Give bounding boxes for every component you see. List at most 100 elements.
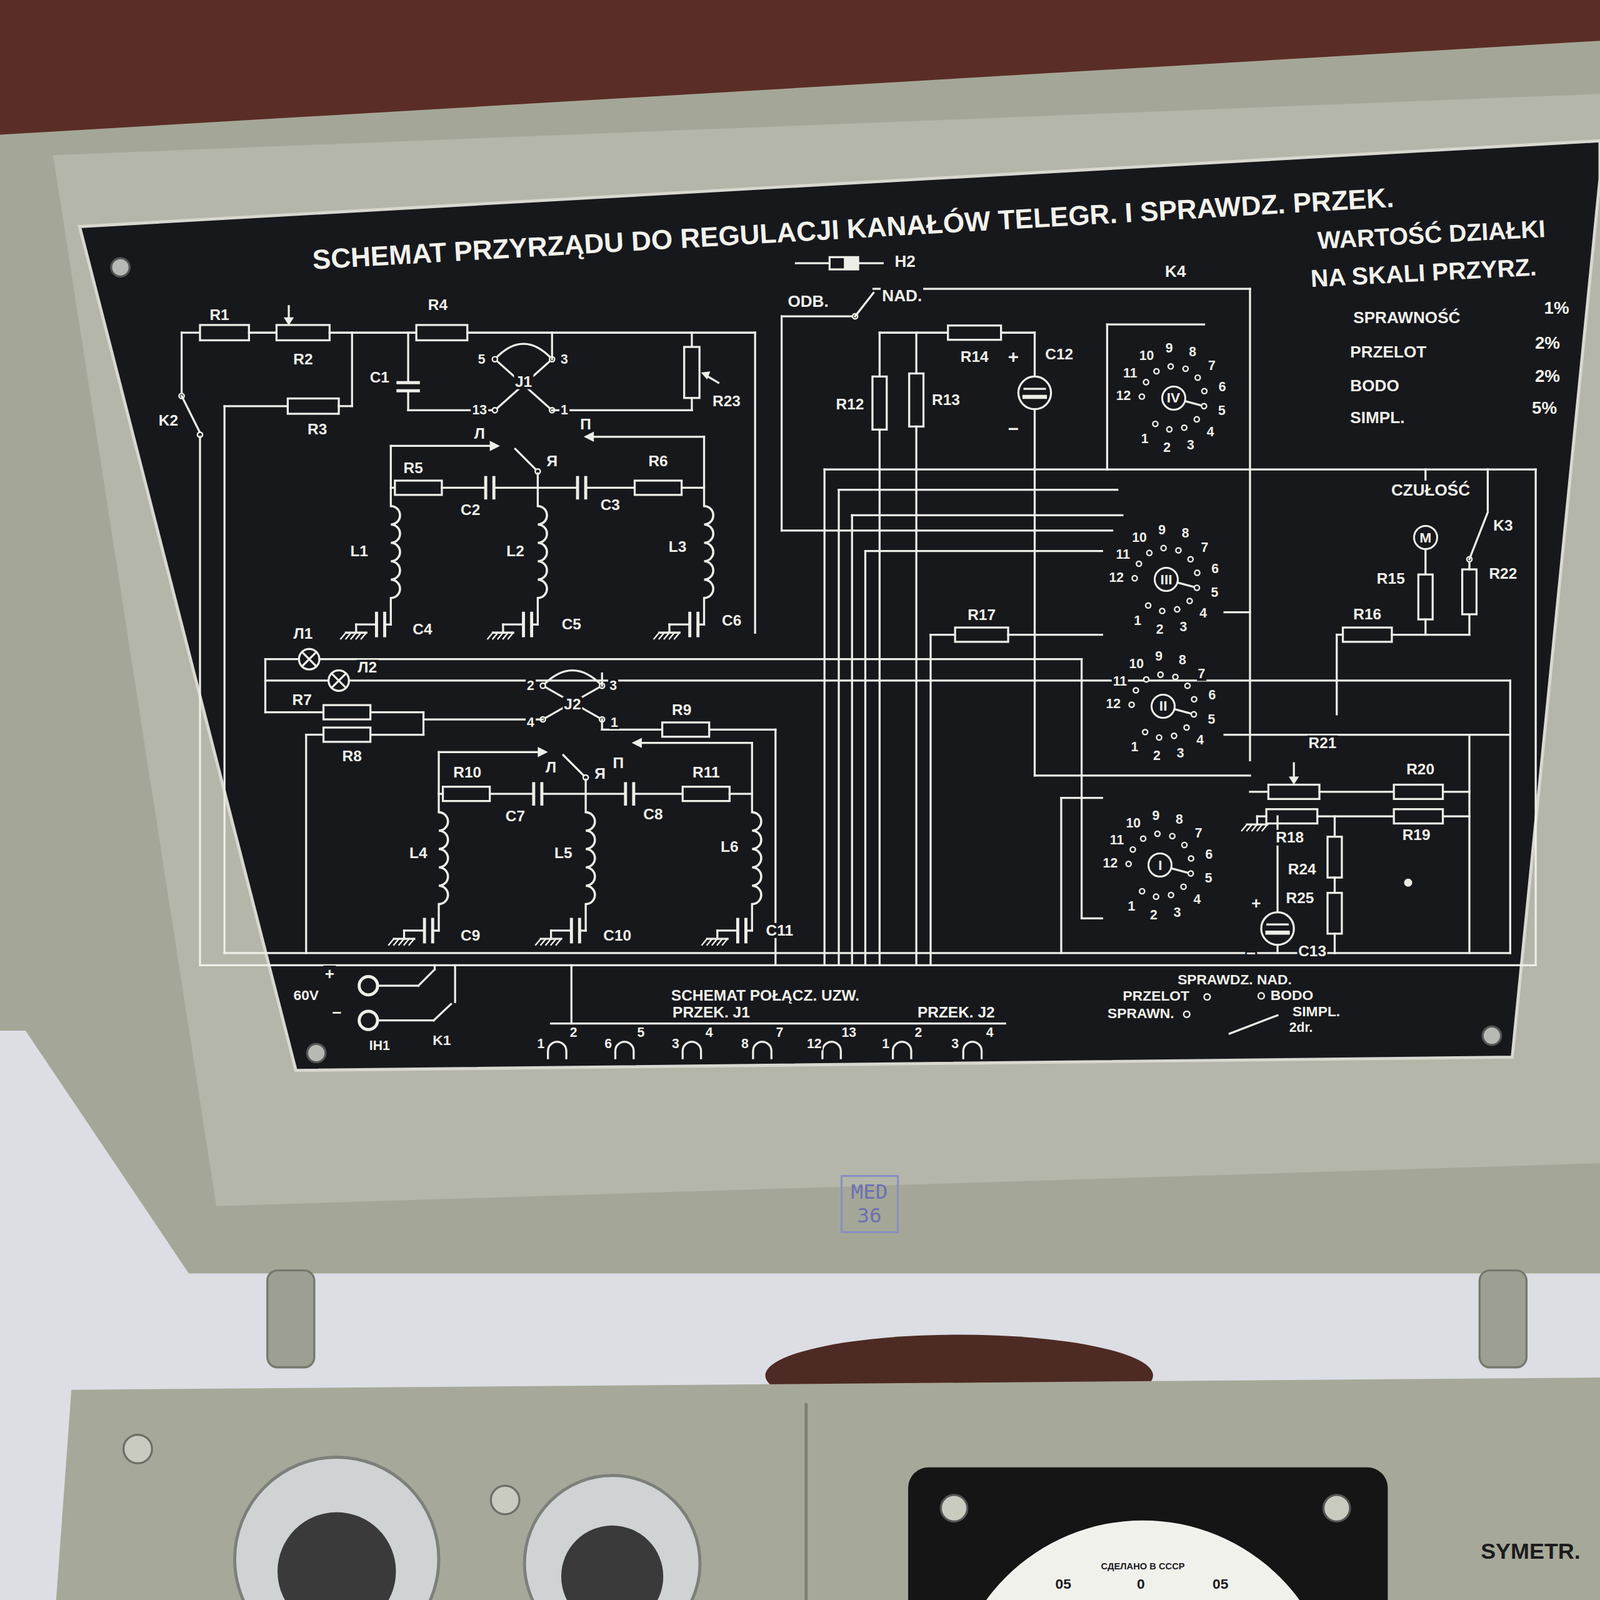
schematic-label: 7 [1193,826,1204,840]
resistor-symbol [287,398,339,414]
wire [248,331,278,334]
schematic-label: PRZELOT [1348,343,1428,360]
wire [338,405,352,407]
schematic-label: 5% [1530,399,1559,417]
wire [858,262,883,265]
contact-dot [1152,421,1158,427]
screw [123,1435,153,1464]
resistor-symbol [955,627,1009,642]
dial-text: СДЕЛАНО В СССР [1100,1561,1187,1572]
wire [545,938,551,945]
wire [1081,917,1103,920]
contact-dot [1195,375,1200,380]
contact-dot [1201,403,1207,409]
schematic-label: 12 [1101,856,1120,870]
wire [551,1022,1006,1025]
schematic-label: SPRAWDZ. NAD. [1176,972,1294,987]
wire [1024,387,1045,390]
schematic-label: 6 [1206,688,1217,702]
wire [467,331,755,334]
wire [340,632,346,639]
schematic-label: K2 [157,412,180,428]
wire [781,529,1113,532]
contact-dot [1174,606,1180,612]
resistor-symbol [395,480,442,495]
meter-symbol: M [1413,525,1439,550]
schematic-label: C10 [601,928,633,944]
resistor-symbol [1266,809,1318,824]
wire [1256,815,1267,817]
wire [690,398,693,411]
schematic-label: 1 [1129,740,1140,754]
wire [1424,548,1427,575]
wire [493,486,578,489]
resistor-symbol [1393,785,1443,800]
contact-dot [1168,892,1174,898]
wire [851,514,1123,517]
schematic-label: 9 [1150,808,1161,822]
resistor-symbol [416,325,468,340]
schematic-label: C8 [641,806,664,822]
wire [717,929,739,932]
wire [1319,790,1394,793]
schematic-label: 3 [670,1037,681,1051]
node-text: II [1159,698,1168,714]
wire [503,632,509,639]
schematic-label: 9 [1164,341,1175,355]
wire [1443,790,1470,793]
wire [563,755,586,778]
schematic-label: SPRAWN. [1106,1006,1176,1021]
schematic-label: K3 [1491,518,1514,534]
wire [1509,680,1512,954]
wire [301,651,317,667]
schematic-label: K1 [431,1032,452,1047]
wire [530,613,534,636]
wire [1424,469,1427,480]
wire [1241,824,1247,831]
wire [1001,331,1035,334]
wire [669,632,675,639]
contact-dot [1153,368,1159,374]
contact-dot [1171,733,1177,739]
contact-dot [1183,1011,1190,1018]
wire [550,930,552,939]
contact-dot [1191,696,1197,702]
schematic-label: J1 [513,373,534,389]
schematic-label: 10 [1127,657,1145,671]
wire [1080,659,1083,919]
screw [1323,1495,1350,1522]
schematic-label: R22 [1487,565,1519,581]
schematic-label: 4 [704,1026,715,1040]
wire [398,938,404,945]
schematic-label: 7 [774,1026,785,1040]
wire [1224,611,1250,614]
resistor-symbol [635,480,682,495]
schematic-label: BODO [1269,987,1315,1002]
wire [1317,815,1394,817]
wire [1333,816,1336,837]
contact-dot [1191,711,1197,717]
schematic-label: R21 [1306,735,1338,750]
dial-text: 05 [1054,1576,1073,1591]
contact-dot [1131,575,1137,581]
wire [717,938,723,945]
schematic-label: 12 [1115,389,1133,403]
wire [674,632,680,639]
schematic-label: 4 [1205,425,1216,439]
wire [406,332,409,383]
inductor-symbol [704,506,714,599]
schematic-plate [79,140,1600,1070]
wire [654,632,660,639]
resistor-symbol [662,722,710,737]
schematic-label: 5 [1216,404,1227,418]
schematic-label: Л [473,426,487,442]
schematic-label: R5 [402,460,425,476]
wire [716,930,719,939]
schematic-label: 12 [1104,697,1122,711]
schematic-label: PRZEK. J2 [916,1004,997,1020]
wire [437,904,440,931]
schematic-label: C1 [368,370,391,385]
wire [370,711,424,714]
panel-divider [804,1403,808,1600]
wire [1033,332,1036,377]
